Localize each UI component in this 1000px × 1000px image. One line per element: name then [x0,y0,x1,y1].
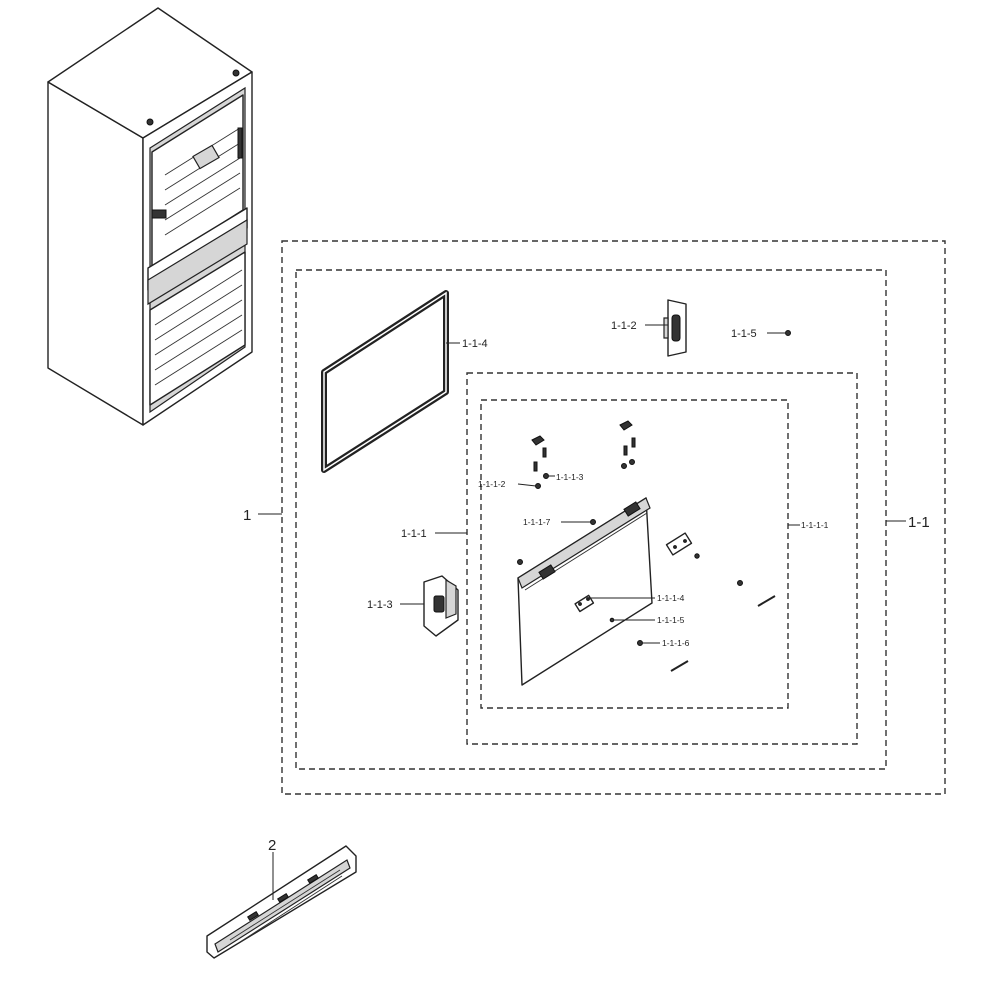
label-1-1-1: 1-1-1 [401,528,427,540]
label-1-1: 1-1 [908,514,930,531]
label-1-1-1-5: 1-1-1-5 [657,615,685,625]
door-gasket [321,290,449,473]
label-1-1-2: 1-1-2 [611,320,637,332]
leader-lines [258,324,906,900]
screw-1-1-5 [785,330,791,336]
label-1-1-5: 1-1-5 [731,328,757,340]
door-panel [517,497,653,686]
label-1-1-1-6: 1-1-1-6 [662,638,690,648]
label-1-1-1-2: 1-1-1-2 [478,479,506,489]
label-1-1-3: 1-1-3 [367,599,393,611]
label-1-1-1-3: 1-1-1-3 [556,472,584,482]
label-1-1-1-7: 1-1-1-7 [523,517,551,527]
label-1: 1 [243,507,251,524]
door-hardware [517,420,776,672]
part-labels: 1 1-1 1-1-1 1-1-2 1-1-3 1-1-4 1-1-5 1-1-… [243,320,930,854]
assembly-box-1-1-1-1 [480,399,789,709]
hinge-upper [663,299,687,357]
assembly-box-1-1 [295,269,887,770]
refrigerator-cabinet [47,7,253,426]
assembly-box-1 [281,240,946,795]
door-bin [206,845,357,959]
label-1-1-4: 1-1-4 [462,338,488,350]
hinge-lower [423,575,459,637]
label-2: 2 [268,837,276,854]
label-1-1-1-4: 1-1-1-4 [657,593,685,603]
label-1-1-1-1: 1-1-1-1 [801,520,829,530]
assembly-box-1-1-1 [466,372,858,745]
